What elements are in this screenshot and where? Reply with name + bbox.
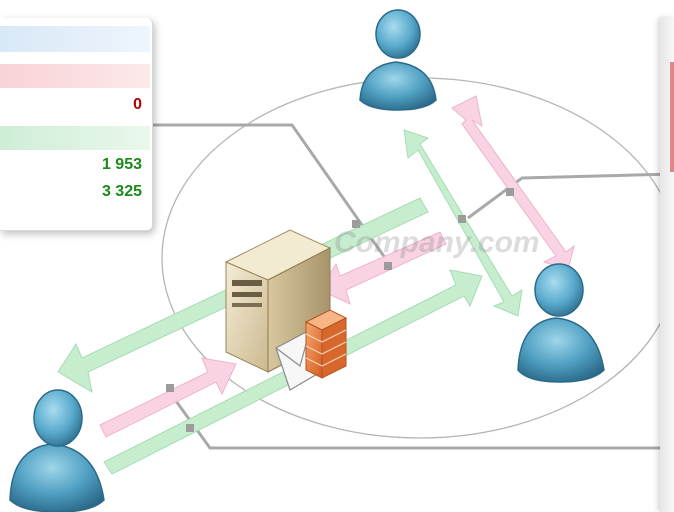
- stat-value-green-1: 1 953: [101, 156, 142, 173]
- junction-marker: [506, 188, 514, 196]
- junction-marker: [384, 262, 392, 270]
- connector-line-right: [467, 172, 674, 220]
- right-side-panel-accent: [670, 62, 674, 172]
- watermark-text: Company.com: [334, 226, 540, 259]
- stats-band-green: [0, 126, 150, 150]
- pink-arrow-top-to-right-user: [451, 95, 575, 271]
- junction-marker: [166, 384, 174, 392]
- stat-value-red: 0: [133, 96, 142, 113]
- pink-arrow-from-lower-left-user: [99, 357, 237, 438]
- connector-line-top: [152, 123, 392, 266]
- junction-markers: [166, 188, 514, 432]
- connector-line-bottom: [166, 389, 674, 450]
- user-icon: [359, 9, 437, 111]
- connector-lines: [152, 123, 674, 450]
- stats-band-pink: [0, 64, 150, 88]
- user-icon: [517, 263, 605, 383]
- user-icon: [9, 389, 105, 512]
- junction-marker: [458, 215, 466, 223]
- junction-marker: [352, 220, 360, 228]
- stats-panel: 0 1 953 3 325: [0, 18, 153, 231]
- stats-band-blue: [0, 26, 150, 52]
- junction-marker: [186, 424, 194, 432]
- stat-value-green-2: 3 325: [101, 183, 142, 200]
- pink-arrow-to-server: [319, 231, 447, 305]
- firewall-icon: [304, 309, 348, 379]
